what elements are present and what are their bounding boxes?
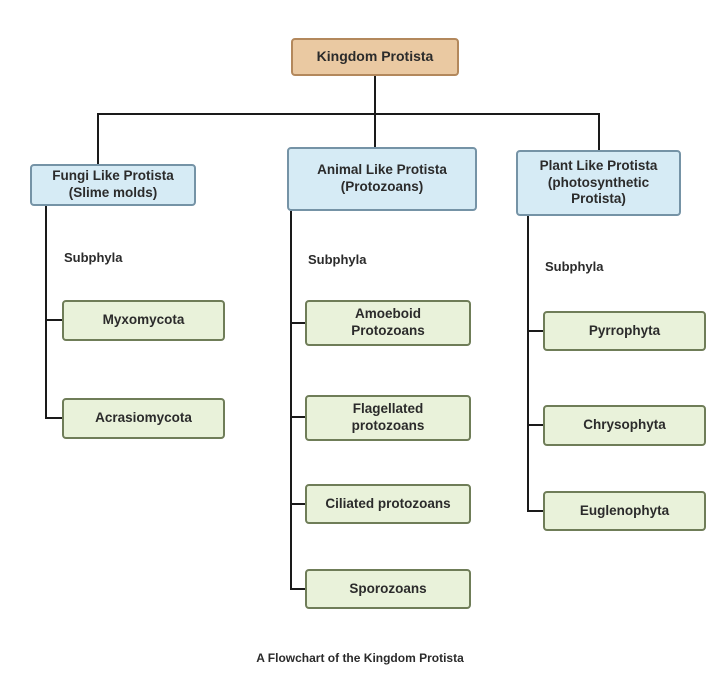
connector-animal-spine (290, 211, 292, 590)
node-flagellated-protozoans: Flagellated protozoans (305, 395, 471, 441)
node-euglenophyta: Euglenophyta (543, 491, 706, 531)
connector-plant-stub-1 (527, 330, 543, 332)
connector-animal-stub-4 (290, 588, 305, 590)
connector-horizontal (97, 113, 600, 115)
flowchart-caption: A Flowchart of the Kingdom Protista (256, 651, 464, 665)
connector-fungi-stub-1 (45, 319, 62, 321)
subphyla-label-plant: Subphyla (545, 259, 604, 274)
node-acrasiomycota: Acrasiomycota (62, 398, 225, 439)
node-chrysophyta: Chrysophyta (543, 405, 706, 446)
connector-plant-stub-3 (527, 510, 543, 512)
connector-plant-stub-2 (527, 424, 543, 426)
connector-drop-plant (598, 113, 600, 150)
connector-plant-spine (527, 216, 529, 511)
branch-node-fungi-like-protista: Fungi Like Protista (Slime molds) (30, 164, 196, 206)
subphyla-label-animal: Subphyla (308, 252, 367, 267)
connector-animal-stub-2 (290, 416, 305, 418)
subphyla-label-fungi: Subphyla (64, 250, 123, 265)
connector-animal-stub-1 (290, 322, 305, 324)
root-node-kingdom-protista: Kingdom Protista (291, 38, 459, 76)
connector-fungi-stub-2 (45, 417, 62, 419)
connector-animal-stub-3 (290, 503, 305, 505)
connector-drop-animal (374, 113, 376, 147)
connector-root-stem (374, 76, 376, 115)
connector-fungi-spine (45, 206, 47, 419)
branch-node-animal-like-protista: Animal Like Protista (Protozoans) (287, 147, 477, 211)
node-sporozoans: Sporozoans (305, 569, 471, 609)
node-ciliated-protozoans: Ciliated protozoans (305, 484, 471, 524)
node-amoeboid-protozoans: Amoeboid Protozoans (305, 300, 471, 346)
connector-drop-fungi (97, 113, 99, 164)
node-pyrrophyta: Pyrrophyta (543, 311, 706, 351)
branch-node-plant-like-protista: Plant Like Protista (photosynthetic Prot… (516, 150, 681, 216)
node-myxomycota: Myxomycota (62, 300, 225, 341)
